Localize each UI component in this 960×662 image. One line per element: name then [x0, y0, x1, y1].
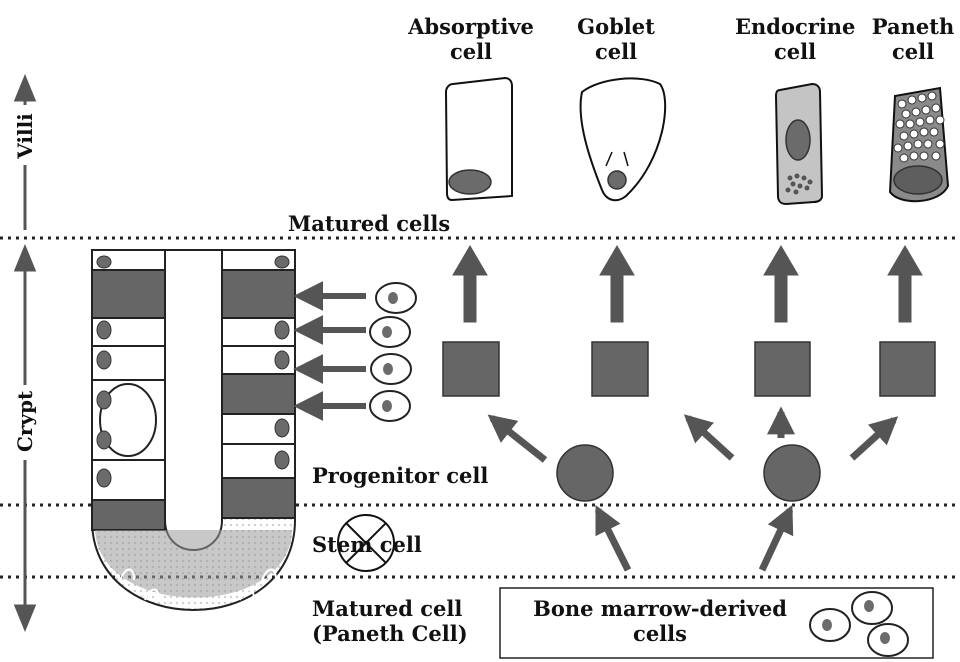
- bone-marrow-arrows: [598, 510, 790, 570]
- differentiation-up-arrows: [453, 246, 922, 322]
- matured-cells-label: Matured cells: [288, 211, 450, 236]
- endocrine-cell-drawing: [776, 84, 822, 204]
- migration-arrows: [300, 286, 366, 416]
- small-migrating-cells: [370, 283, 416, 421]
- paneth-cell-drawing: [890, 88, 948, 201]
- progenitor-cells: [557, 445, 820, 501]
- progenitor-squares: [443, 342, 935, 396]
- absorptive-cell-drawing: [446, 78, 512, 200]
- matured-paneth-label: Matured cell(Paneth Cell): [312, 596, 468, 646]
- goblet-cell-drawing: [581, 78, 666, 200]
- crypt-drawing: [92, 250, 295, 610]
- stem-cell-label: Stem cell: [312, 532, 422, 557]
- progenitor-arrows: [492, 412, 894, 460]
- progenitor-cell-label: Progenitor cell: [312, 463, 488, 488]
- villi-axis-label: Villi: [13, 111, 37, 161]
- crypt-axis-label: Crypt: [13, 392, 37, 452]
